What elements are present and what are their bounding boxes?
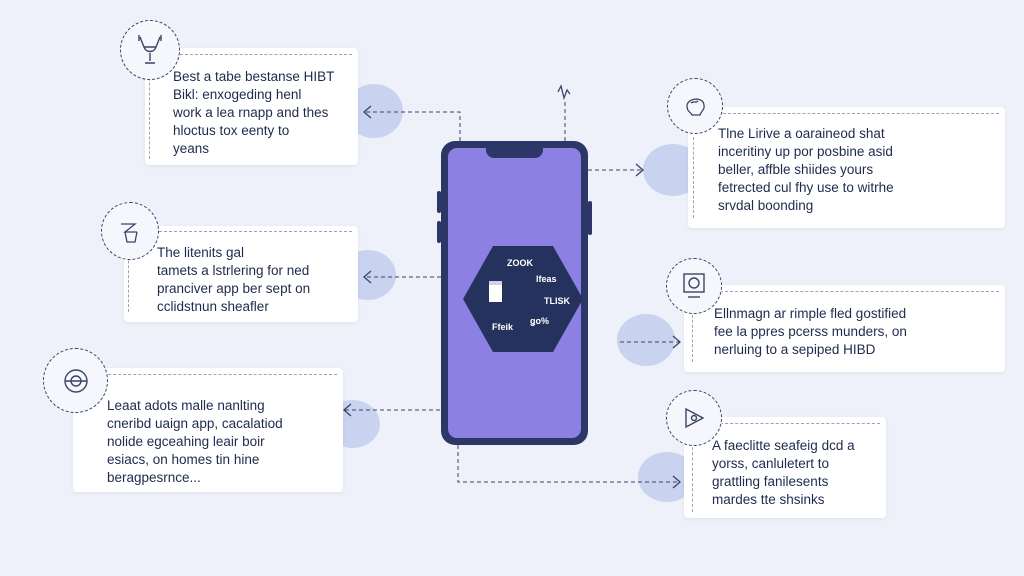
hex-label: TLISK	[544, 296, 570, 306]
trophy-hand-icon	[120, 20, 180, 80]
phone-screen: ZOOK lfeas TLISK ǥo% Ffeik	[448, 148, 583, 438]
hex-label: ZOOK	[507, 258, 533, 268]
callout-mid-right: Ellnmagn ar rimple fled gostified fee la…	[684, 285, 1005, 372]
phone-notch	[486, 148, 543, 158]
hand-card-icon	[101, 202, 159, 260]
callout-text: Best a tabe bestanse HIBT Bikl: enxogedi…	[173, 69, 335, 156]
callout-top-right: Tlne Lirive a oaraineod shat inceritiny …	[688, 107, 1005, 228]
hex-label: Ffeik	[492, 322, 514, 332]
hex-label: lfeas	[536, 274, 557, 284]
callout-text: Tlne Lirive a oaraineod shat inceritiny …	[718, 126, 894, 213]
callout-text: The litenits gal tamets a lstrlering for…	[157, 245, 311, 314]
hexagon-badge: ZOOK lfeas TLISK ǥo% Ffeik	[463, 246, 583, 352]
smartphone: ZOOK lfeas TLISK ǥo% Ffeik	[437, 141, 592, 445]
callout-top-left: Best a tabe bestanse HIBT Bikl: enxogedi…	[145, 48, 358, 165]
callout-text: A faeclitte seafeig dcd a yorss, canlule…	[712, 438, 855, 507]
play-triangle-icon	[666, 390, 722, 446]
document-icon	[489, 281, 502, 302]
callout-mid-left: The litenits gal tamets a lstrlering for…	[124, 226, 358, 322]
callout-text: Ellnmagn ar rimple fled gostified fee la…	[714, 306, 907, 357]
callout-bottom-right: A faeclitte seafeig dcd a yorss, canlule…	[684, 417, 886, 518]
callout-text: Leaat adots malle nanlting cneribd uaign…	[107, 398, 283, 485]
monitor-icon	[666, 258, 722, 314]
accent-blob	[617, 314, 675, 366]
target-icon	[43, 348, 108, 413]
callout-bottom-left: Leaat adots malle nanlting cneribd uaign…	[73, 368, 343, 492]
hex-label: ǥo%	[530, 316, 549, 326]
brain-head-icon	[667, 78, 723, 134]
